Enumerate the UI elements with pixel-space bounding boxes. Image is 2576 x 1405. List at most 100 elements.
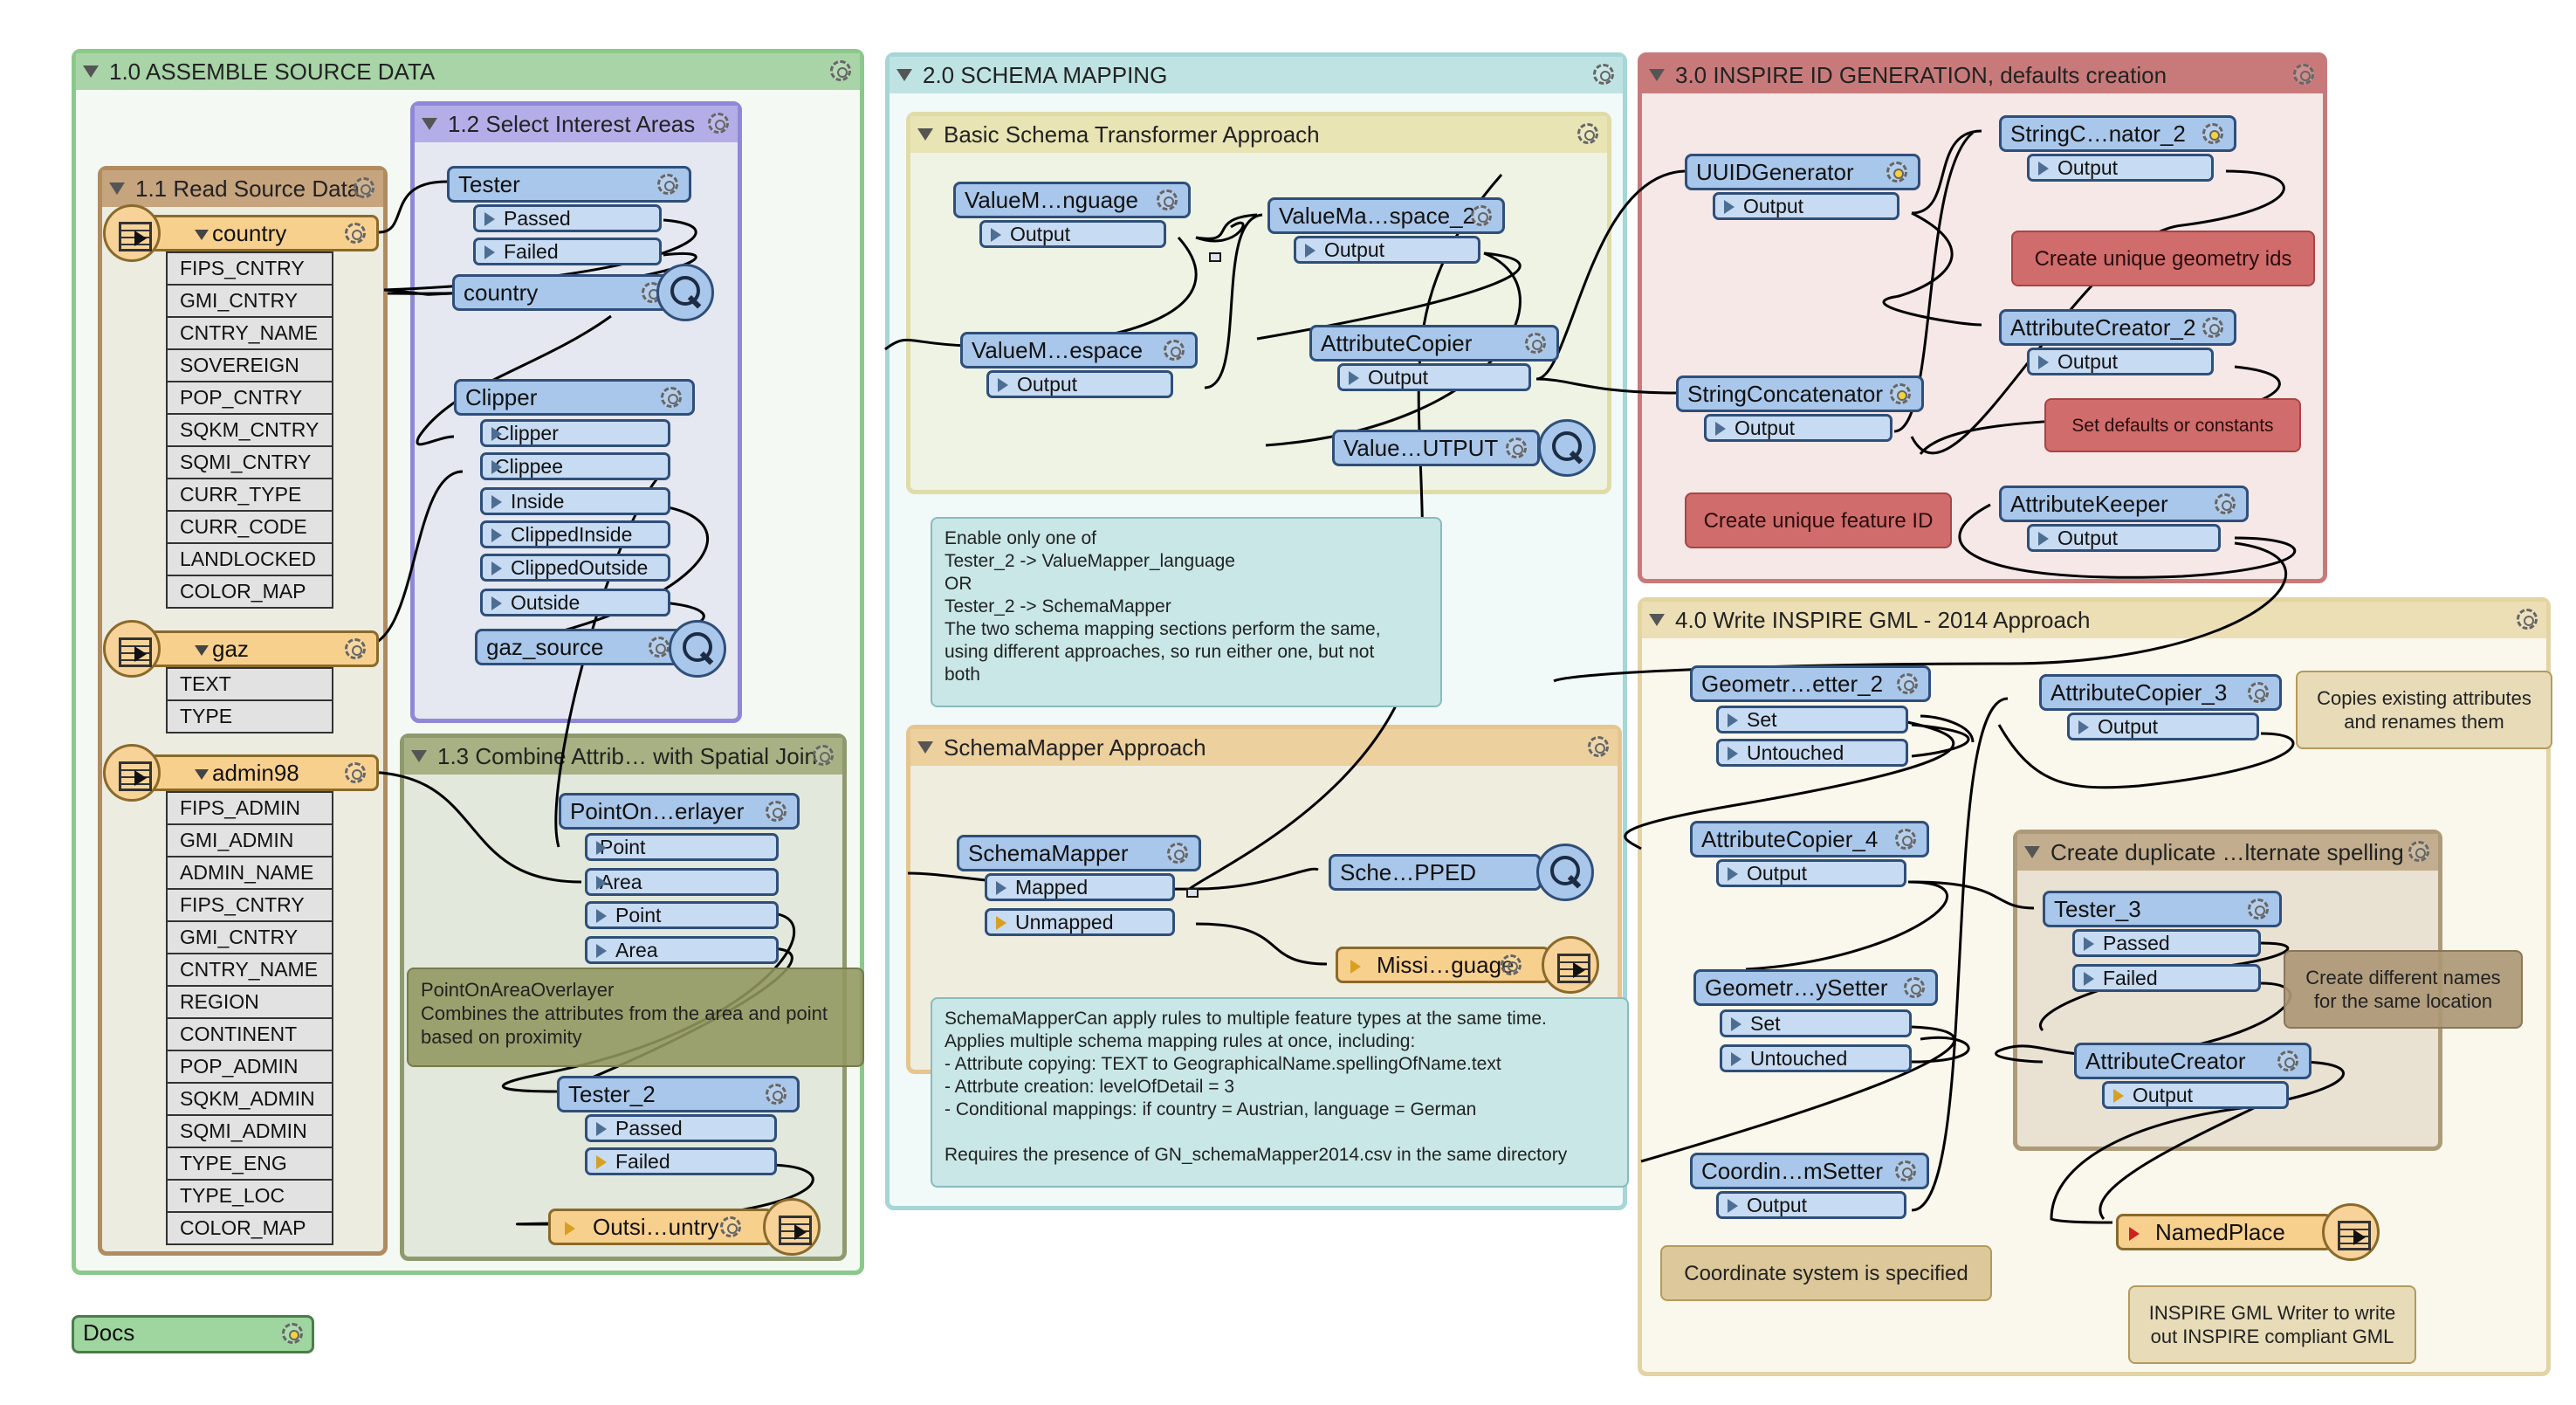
bookmark-header[interactable]: Basic Schema Transformer Approach [910, 116, 1607, 153]
output-port-untouched[interactable]: Untouched [1720, 1044, 1912, 1072]
transformer-header[interactable]: PointOn…erlayer [559, 793, 800, 830]
output-port-passed[interactable]: Passed [585, 1114, 777, 1142]
transformer-header[interactable]: Tester_3 [2043, 891, 2282, 927]
gear-icon[interactable] [2215, 493, 2236, 514]
gear-icon[interactable] [657, 174, 678, 195]
gear-icon[interactable] [1471, 205, 1492, 226]
output-port-output[interactable]: Output [1713, 192, 1899, 220]
output-port-clippedoutside[interactable]: ClippedOutside [480, 554, 670, 582]
bookmark-header[interactable]: Create duplicate …lternate spelling [2017, 834, 2438, 871]
reader-icon[interactable] [103, 620, 161, 678]
gear-icon[interactable] [1904, 977, 1925, 998]
output-port-output[interactable]: Output [2027, 524, 2221, 552]
transformer-header[interactable]: Clipper [454, 379, 695, 416]
output-port-output[interactable]: Output [986, 370, 1173, 398]
gear-icon[interactable] [282, 1323, 303, 1344]
input-port-point[interactable]: Point [585, 833, 779, 861]
writer-missing-language[interactable]: Missi…guage [1336, 947, 1550, 983]
output-port-output[interactable]: Output [1704, 414, 1893, 442]
bookmark-header[interactable]: 2.0 SCHEMA MAPPING [890, 57, 1623, 93]
inspector-magnifier-icon[interactable] [1538, 419, 1596, 477]
output-port-output[interactable]: Output [1337, 363, 1531, 391]
transformer-header[interactable]: Tester_2 [557, 1076, 800, 1112]
inspector-header[interactable]: Value…UTPUT [1332, 430, 1540, 466]
input-port-area[interactable]: Area [585, 868, 779, 896]
collapse-triangle-icon[interactable] [109, 183, 125, 195]
gear-icon[interactable] [1506, 437, 1527, 458]
bookmark-header[interactable]: 1.0 ASSEMBLE SOURCE DATA [76, 53, 860, 90]
gear-icon[interactable] [766, 801, 787, 822]
gear-icon[interactable] [830, 60, 851, 81]
annotation-enable-one[interactable]: Enable only one of Tester_2 -> ValueMapp… [931, 517, 1442, 707]
output-port-passed[interactable]: Passed [2072, 929, 2261, 957]
inspector-magnifier-icon[interactable] [1536, 844, 1594, 901]
transformer-header[interactable]: AttributeCreator [2074, 1043, 2312, 1079]
gear-icon[interactable] [354, 177, 374, 198]
output-port-output[interactable]: Output [979, 220, 1166, 248]
transformer-header[interactable]: SchemaMapper [957, 835, 1201, 871]
annotation-pointonareaoverlayer[interactable]: PointOnAreaOverlayer Combines the attrib… [407, 968, 864, 1067]
transformer-header[interactable]: Tester [447, 166, 691, 203]
gear-icon[interactable] [345, 223, 366, 244]
input-port-icon[interactable] [1350, 960, 1361, 974]
gear-icon[interactable] [1593, 64, 1614, 85]
collapse-triangle-icon[interactable] [1649, 69, 1665, 81]
annotation-create-geometry-ids[interactable]: Create unique geometry ids [2011, 231, 2315, 286]
writer-icon[interactable] [2322, 1203, 2380, 1261]
gear-icon[interactable] [1164, 340, 1185, 361]
output-port-output[interactable]: Output [2067, 713, 2259, 740]
output-port-failed[interactable]: Failed [2072, 964, 2261, 992]
collapse-triangle-icon[interactable] [917, 741, 933, 754]
gear-icon[interactable] [649, 637, 670, 658]
gear-icon[interactable] [2517, 609, 2538, 630]
output-port-output[interactable]: Output [2027, 348, 2214, 375]
gear-icon[interactable] [1525, 333, 1546, 354]
annotation-create-feature-id[interactable]: Create unique feature ID [1685, 492, 1952, 548]
writer-namedplace[interactable]: NamedPlace [2116, 1214, 2332, 1250]
transformer-header[interactable]: AttributeKeeper [1999, 486, 2249, 522]
gear-icon[interactable] [766, 1084, 787, 1105]
gear-icon[interactable] [1897, 673, 1918, 694]
gear-icon[interactable] [1501, 954, 1522, 975]
dropdown-arrow-icon[interactable] [195, 645, 209, 656]
input-port-clipper[interactable]: Clipper [480, 419, 670, 447]
gear-icon[interactable] [708, 113, 729, 134]
output-port-output[interactable]: Output [2027, 154, 2214, 182]
output-port-set[interactable]: Set [1716, 706, 1908, 733]
output-port-point[interactable]: Point [585, 901, 779, 929]
input-port-clippee[interactable]: Clippee [480, 452, 670, 480]
transformer-header[interactable]: Coordin…mSetter [1690, 1153, 1929, 1189]
writer-outside-country[interactable]: Outsi…untry [548, 1209, 773, 1245]
bookmark-header[interactable]: 1.2 Select Interest Areas [415, 106, 738, 142]
gear-icon[interactable] [1577, 123, 1598, 144]
gear-icon[interactable] [1886, 162, 1907, 183]
reader-icon[interactable] [103, 744, 161, 802]
transformer-header[interactable]: Geometr…etter_2 [1690, 665, 1931, 702]
gear-icon[interactable] [345, 638, 366, 659]
reader-country[interactable]: country [131, 215, 379, 251]
dropdown-arrow-icon[interactable] [195, 230, 209, 240]
transformer-header[interactable]: ValueM…espace [960, 332, 1198, 368]
gear-icon[interactable] [2248, 682, 2269, 703]
gear-icon[interactable] [720, 1216, 741, 1237]
bookmark-header[interactable]: 1.3 Combine Attrib… with Spatial Join [404, 738, 842, 775]
gear-icon[interactable] [2248, 899, 2269, 919]
dropdown-arrow-icon[interactable] [195, 769, 209, 780]
transformer-header[interactable]: UUIDGenerator [1685, 154, 1920, 190]
output-port-failed[interactable]: Failed [585, 1147, 777, 1175]
output-port-outside[interactable]: Outside [480, 589, 670, 616]
gear-icon[interactable] [813, 745, 834, 766]
collapse-triangle-icon[interactable] [83, 65, 99, 78]
transformer-header[interactable]: ValueMa…space_2 [1267, 197, 1505, 234]
gear-icon[interactable] [2408, 841, 2429, 862]
bookmark-header[interactable]: 4.0 Write INSPIRE GML - 2014 Approach [1642, 602, 2546, 638]
gear-icon[interactable] [1588, 736, 1609, 757]
annotation-different-names[interactable]: Create different names for the same loca… [2284, 950, 2523, 1029]
writer-icon[interactable] [1542, 936, 1599, 994]
gear-icon[interactable] [661, 387, 682, 408]
transformer-header[interactable]: AttributeCopier_4 [1690, 821, 1929, 857]
output-port-clippedinside[interactable]: ClippedInside [480, 520, 670, 548]
output-port-output[interactable]: Output [1716, 859, 1906, 887]
collapse-triangle-icon[interactable] [896, 69, 912, 81]
